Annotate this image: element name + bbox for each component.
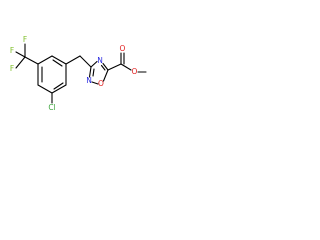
bond-ring-double-2: [53, 82, 64, 90]
bond-oxa-double-2: [100, 64, 106, 71]
bond-ring-ch2: [65, 55, 81, 65]
atom-f-3: F: [23, 35, 27, 44]
atom-o-ring: O: [98, 79, 104, 88]
bond-ring-double-3: [52, 59, 63, 67]
bond-oxa-n2-o1: [91, 81, 99, 85]
atom-n-bottom: N: [86, 76, 92, 85]
bond-ring-5: [51, 55, 67, 65]
bond-oxa-n4-c3: [90, 60, 98, 68]
bond-oxa-o1-c5: [102, 69, 109, 82]
atom-cl: Cl: [48, 103, 55, 112]
atom-f-2: F: [10, 64, 14, 73]
bond-c-f1: [15, 51, 26, 58]
bond-c5-carbonyl: [107, 63, 122, 71]
structure-svg: F F F Cl N N O O O: [10, 35, 147, 112]
bond-c-f2: [15, 56, 26, 69]
bond-oxa-c5-n4: [102, 62, 109, 71]
bond-ch2-oxadiazole: [79, 55, 92, 68]
bonds: [15, 43, 147, 104]
atom-o-ester: O: [132, 67, 138, 76]
bond-ring-2: [37, 84, 53, 94]
atom-o-carbonyl: O: [120, 44, 126, 53]
bond-cf3-ring: [24, 56, 39, 65]
atom-f-1: F: [10, 46, 14, 55]
bond-ring-3: [51, 84, 67, 94]
bond-carbonyl-ester-o: [120, 63, 132, 71]
molecule-diagram: F F F Cl N N O O O: [0, 0, 152, 152]
bond-oxa-double-1: [92, 68, 95, 77]
bond-oxa-c3-n2: [88, 66, 92, 78]
atom-labels: F F F Cl N N O O O: [10, 35, 138, 112]
bond-ring-6: [37, 55, 53, 65]
atom-n-top: N: [97, 56, 103, 65]
